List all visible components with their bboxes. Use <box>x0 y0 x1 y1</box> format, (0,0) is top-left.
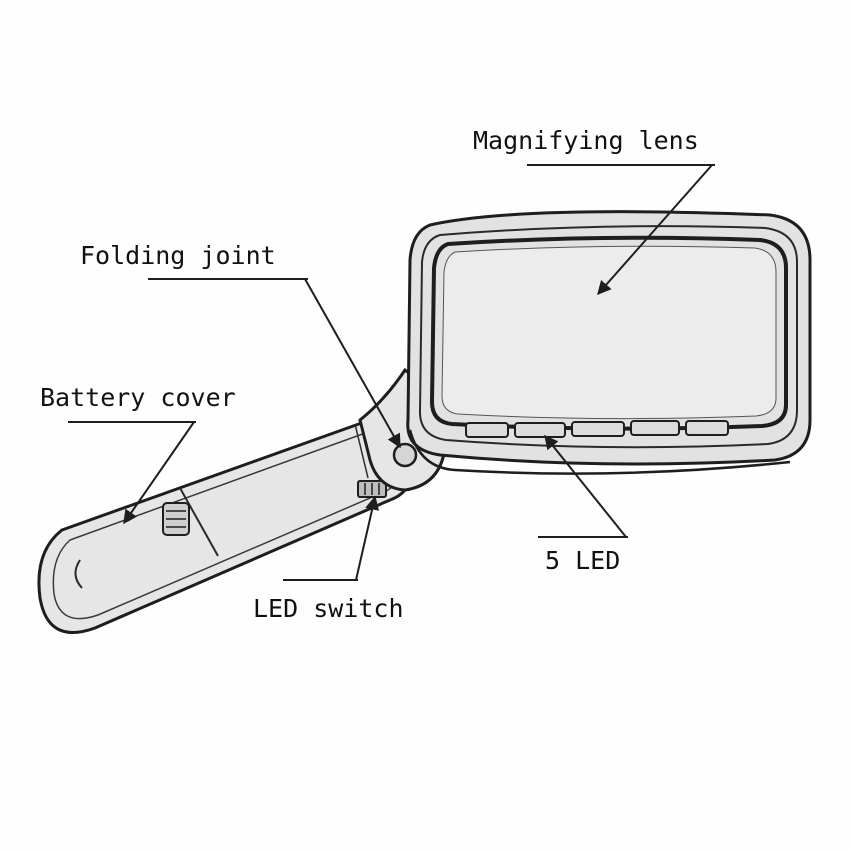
handle-seam <box>354 423 369 479</box>
led-light <box>514 422 566 438</box>
lens-bezel <box>429 235 788 431</box>
label-magnifying-lens: Magnifying lens <box>473 126 699 155</box>
joint-pivot-icon <box>392 442 418 468</box>
leader-lines <box>68 164 715 581</box>
leader-battery-cover <box>68 421 196 525</box>
leader-led-switch <box>283 495 380 581</box>
label-battery-cover: Battery cover <box>40 383 236 412</box>
label-folding-joint: Folding joint <box>80 241 276 270</box>
led-light <box>685 420 729 436</box>
magnifying-lens <box>441 245 777 420</box>
led-strip <box>465 420 729 438</box>
leader-5-led <box>538 434 628 538</box>
leader-folding-joint <box>148 278 401 449</box>
head-bottom-rim <box>408 429 791 475</box>
led-light <box>571 421 625 437</box>
magnifier-head <box>406 210 812 475</box>
battery-cover-seam <box>179 487 219 557</box>
battery-latch-icon <box>74 559 83 589</box>
led-light <box>465 422 509 438</box>
label-led-switch: LED switch <box>253 594 404 623</box>
led-light <box>630 420 680 436</box>
label-5-led: 5 LED <box>545 546 621 575</box>
leader-magnifying-lens <box>527 164 715 296</box>
